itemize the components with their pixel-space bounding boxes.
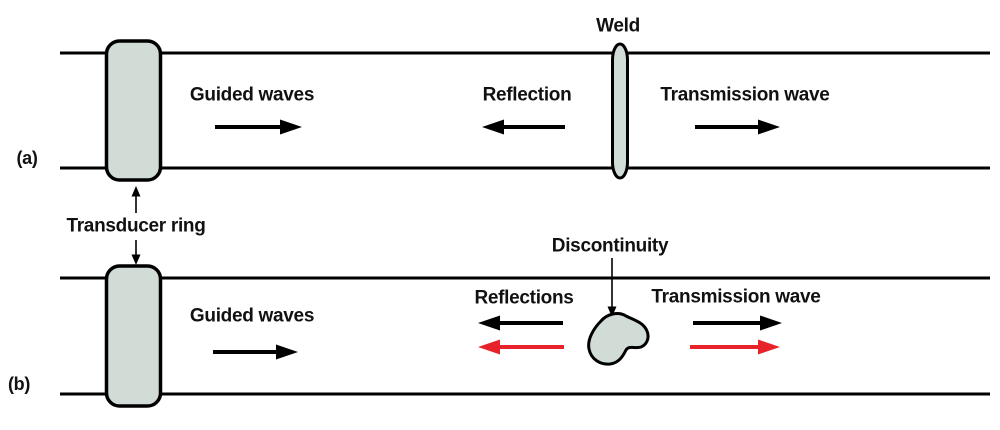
weld-shape [611, 42, 629, 180]
reflections-label-b: Reflections [474, 287, 574, 309]
discontinuity-label: Discontinuity [551, 235, 669, 257]
discontinuity-pointer-arrow [607, 258, 617, 317]
weld-label: Weld [596, 15, 640, 37]
transducer-pointer-down-arrow [131, 240, 141, 265]
transmission-wave-label-a: Transmission wave [660, 84, 830, 106]
transducer-ring-label: Transducer ring [66, 215, 206, 237]
panel-a-label: (a) [16, 148, 38, 168]
reflection-arrow-a [482, 119, 565, 135]
transducer-pointer-up-arrow [131, 186, 141, 213]
transmission-arrow-black-b [693, 315, 782, 331]
transmission-arrow-red-b [690, 339, 780, 355]
pipe-b [60, 276, 990, 396]
reflection-label-a: Reflection [482, 84, 572, 106]
pipe-a [60, 51, 990, 170]
guided-waves-arrow-b [213, 344, 298, 360]
transducer-ring-b [104, 264, 163, 408]
reflection-arrow-black-b [478, 315, 563, 331]
guided-waves-label-b: Guided waves [189, 305, 315, 327]
discontinuity-blob [587, 312, 650, 366]
transmission-wave-label-b: Transmission wave [651, 286, 821, 308]
reflection-arrow-red-b [478, 339, 564, 355]
panel-b-label: (b) [7, 374, 31, 394]
transmission-arrow-a [695, 119, 780, 135]
transducer-ring-a [104, 39, 163, 182]
guided-waves-label-a: Guided waves [189, 84, 315, 106]
guided-waves-arrow-a [215, 119, 302, 135]
